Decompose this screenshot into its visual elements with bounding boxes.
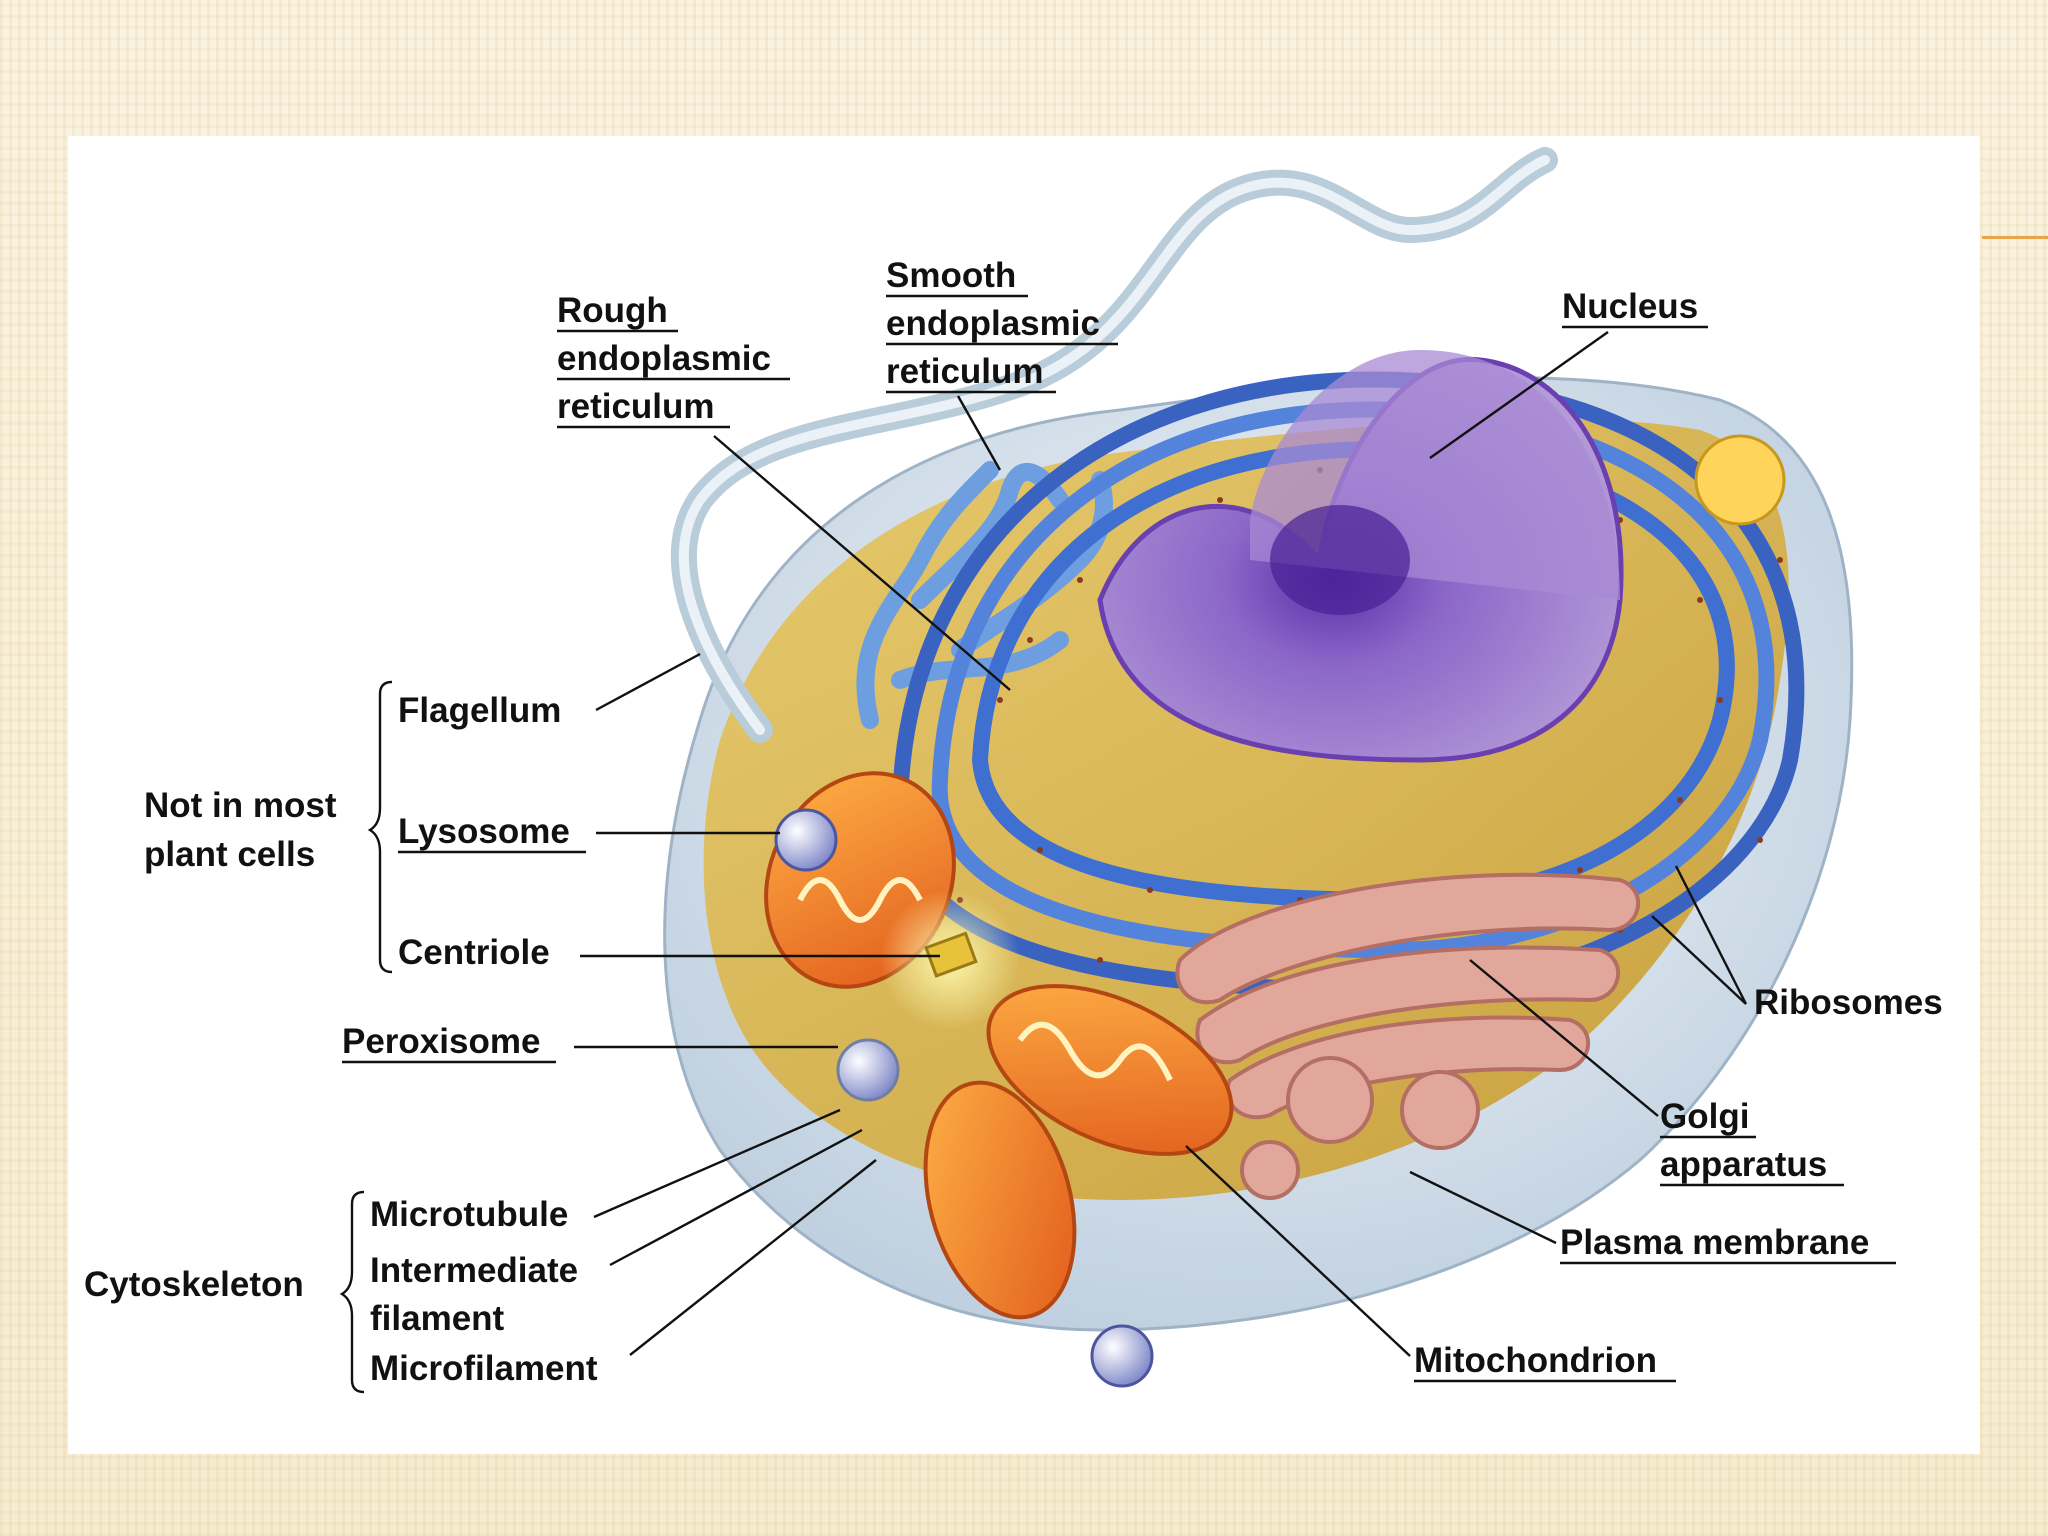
label-mitochondrion: Mitochondrion bbox=[1414, 1341, 1657, 1380]
golgi-shape bbox=[1175, 872, 1640, 1200]
label-golgi-line2: apparatus bbox=[1660, 1145, 1827, 1184]
label-nucleus: Nucleus bbox=[1562, 287, 1698, 326]
mitochondrion-shape-3 bbox=[923, 1080, 1077, 1320]
label-not-in-plant-line1: Not in most bbox=[144, 786, 337, 825]
label-centriole: Centriole bbox=[398, 933, 550, 972]
label-not-in-plant-line2: plant cells bbox=[144, 835, 315, 874]
not-in-plant-brace bbox=[367, 680, 393, 974]
label-microfilament: Microfilament bbox=[370, 1349, 598, 1388]
leader-lines bbox=[574, 331, 1748, 1357]
label-ribosomes: Ribosomes bbox=[1754, 983, 1943, 1022]
label-lysosome: Lysosome bbox=[398, 812, 570, 851]
lysosome-shape bbox=[774, 808, 838, 872]
label-intermediate-filament-line2: filament bbox=[370, 1299, 505, 1338]
rough-er-shape bbox=[891, 371, 1805, 999]
label-smooth-er-line3: reticulum bbox=[886, 352, 1044, 391]
label-smooth-er-line2: endoplasmic bbox=[886, 304, 1100, 343]
label-intermediate-filament-line1: Intermediate bbox=[370, 1251, 578, 1290]
peroxisome-shape bbox=[836, 1038, 900, 1102]
label-rough-er-line3: reticulum bbox=[557, 387, 715, 426]
cell-illustration bbox=[663, 147, 1854, 1388]
label-peroxisome: Peroxisome bbox=[342, 1022, 540, 1061]
centriole-shape bbox=[924, 931, 978, 978]
label-microtubule: Microtubule bbox=[370, 1195, 568, 1234]
label-cytoskeleton: Cytoskeleton bbox=[84, 1265, 304, 1304]
label-rough-er-line1: Rough bbox=[557, 291, 668, 330]
secretory-vesicle-shape bbox=[1694, 434, 1786, 526]
mitochondrion-shape-2 bbox=[986, 984, 1234, 1156]
label-plasma-membrane: Plasma membrane bbox=[1560, 1223, 1869, 1262]
label-flagellum: Flagellum bbox=[398, 691, 561, 730]
slide-accent-line bbox=[1982, 236, 2048, 239]
label-golgi-line1: Golgi bbox=[1660, 1097, 1749, 1136]
label-smooth-er-line1: Smooth bbox=[886, 256, 1016, 295]
label-rough-er-line2: endoplasmic bbox=[557, 339, 771, 378]
vesicle-shape bbox=[1090, 1324, 1154, 1388]
nucleus-shape bbox=[1097, 350, 1624, 763]
cytoskeleton-brace bbox=[339, 1190, 365, 1394]
